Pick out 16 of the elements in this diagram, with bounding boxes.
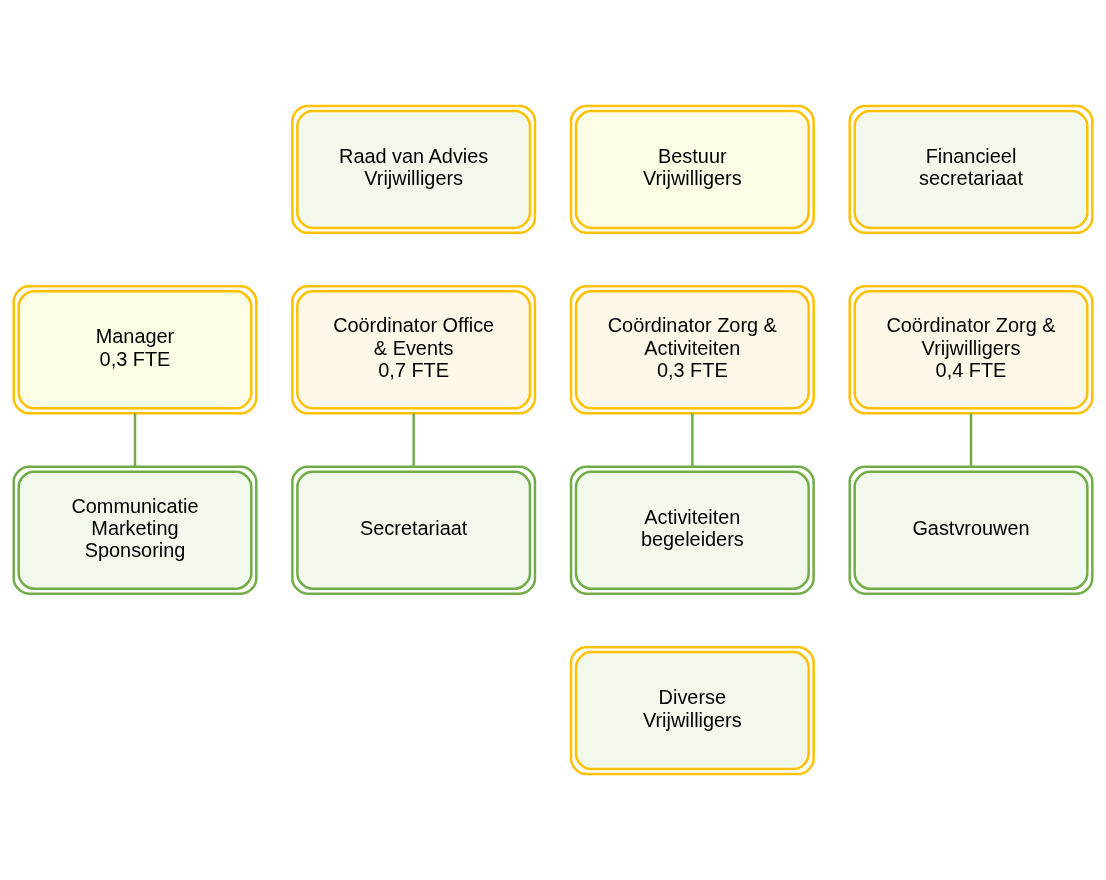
- node-box: Secretariaat: [291, 465, 537, 595]
- node-box: Bestuur Vrijwilligers: [569, 104, 815, 235]
- node-box: Gastvrouwen: [848, 465, 1094, 595]
- node-box: Financieel secretariaat: [848, 104, 1094, 235]
- node-box: Activiteiten begeleiders: [569, 465, 815, 595]
- connector: [412, 413, 415, 467]
- node-box: Coördinator Office & Events 0,7 FTE: [291, 285, 537, 415]
- node-box: Coördinator Zorg & Vrijwilligers 0,4 FTE: [848, 285, 1094, 415]
- node-box: Coördinator Zorg & Activiteiten 0,3 FTE: [569, 285, 815, 415]
- node-box: Diverse Vrijwilligers: [569, 645, 815, 776]
- connector: [133, 413, 137, 467]
- connector: [691, 413, 694, 467]
- node-box: Communicatie Marketing Sponsoring: [12, 465, 258, 595]
- node-box: Raad van Advies Vrijwilligers: [291, 104, 537, 235]
- connector: [969, 413, 973, 467]
- node-box: Manager 0,3 FTE: [12, 285, 258, 415]
